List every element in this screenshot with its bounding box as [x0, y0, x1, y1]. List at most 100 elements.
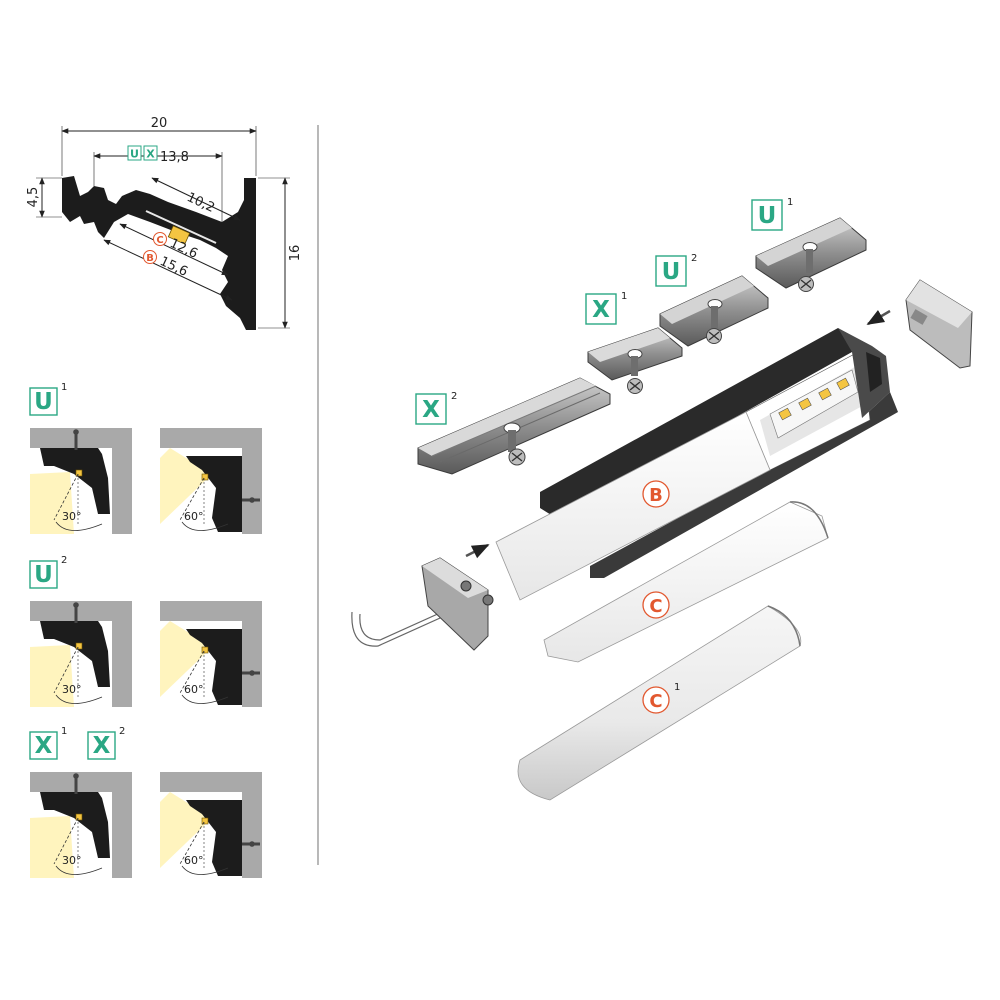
- angle-label: 60°: [184, 854, 204, 867]
- mounting-row: U1 30° 60°: [29, 382, 262, 534]
- led-chip-icon: [75, 469, 83, 477]
- profile-section: [62, 176, 256, 330]
- profile-small: [186, 456, 242, 532]
- wall-corner: [30, 428, 132, 534]
- clip-x1: [587, 327, 683, 394]
- svg-text:X: X: [422, 397, 440, 423]
- mounting-label-letter: U: [34, 389, 53, 415]
- panel-60deg: 60°: [160, 772, 262, 878]
- angle-label: 30°: [62, 854, 82, 867]
- screw-icon: [627, 378, 643, 394]
- svg-text:1: 1: [621, 291, 627, 302]
- panel-60deg: 60°: [160, 428, 262, 534]
- label-x1: X 1: [585, 291, 627, 325]
- svg-text:U: U: [758, 203, 777, 229]
- led-chip-icon: [201, 646, 209, 654]
- svg-text:C: C: [649, 691, 662, 712]
- cross-section: 20 U X 13,8 4,5 16 10,2 C 12,6 B 15,6: [26, 116, 303, 330]
- mounting-label-sup: 1: [61, 726, 67, 737]
- screw-icon: [798, 276, 814, 292]
- profile-small: [186, 800, 242, 876]
- svg-text:B: B: [649, 485, 663, 506]
- mounting-label: X1: [29, 726, 67, 760]
- mounting-label-sup: 1: [61, 382, 67, 393]
- label-x2: X 2: [415, 391, 457, 425]
- led-chip-icon: [75, 642, 83, 650]
- dim-height: 16: [288, 245, 303, 262]
- label-u2: U 2: [655, 253, 697, 287]
- dim-width-inner: 13,8: [160, 150, 189, 165]
- light-beam: [30, 472, 74, 534]
- panel-30deg: 30°: [30, 772, 132, 878]
- mounting-label: U2: [29, 555, 67, 589]
- led-strip: [769, 369, 859, 439]
- label-cover-c: C: [642, 591, 670, 619]
- tag-x: X: [146, 148, 155, 161]
- wall-corner: [30, 601, 132, 707]
- tag-u: U: [130, 148, 139, 161]
- mounting-label-letter: X: [93, 733, 111, 759]
- arrow-icon: [465, 543, 490, 559]
- angle-label: 60°: [184, 510, 204, 523]
- wall-corner: [160, 601, 262, 707]
- angle-label: 60°: [184, 683, 204, 696]
- dim-cover-b: 15,6: [157, 254, 190, 280]
- angle-label: 30°: [62, 510, 82, 523]
- mounting-label: U1: [29, 382, 67, 416]
- label-cover-b: B: [642, 480, 670, 508]
- profile-small: [40, 448, 110, 514]
- mounting-label-letter: U: [34, 562, 53, 588]
- wall-corner: [160, 428, 262, 534]
- profile-small: [186, 629, 242, 705]
- light-beam: [30, 816, 74, 878]
- end-cap-right: [905, 279, 973, 369]
- screw-icon: [249, 497, 255, 503]
- svg-text:1: 1: [674, 682, 680, 693]
- arrow-icon: [866, 309, 891, 326]
- cover-c: [543, 501, 829, 663]
- clip-u1: [755, 217, 867, 292]
- screw-icon: [249, 841, 255, 847]
- clip-x2: [417, 377, 611, 475]
- panel-30deg: 30°: [30, 428, 132, 534]
- dim-depth: 4,5: [26, 187, 41, 208]
- screw-icon: [508, 448, 526, 466]
- svg-text:2: 2: [691, 253, 697, 264]
- panel-60deg: 60°: [160, 601, 262, 707]
- svg-text:1: 1: [787, 197, 793, 208]
- mounting-label-sup: 2: [119, 726, 125, 737]
- profile-small: [40, 792, 110, 858]
- dim-width-total: 20: [151, 116, 168, 131]
- screw-icon: [249, 670, 255, 676]
- label-u1: U 1: [751, 197, 793, 231]
- svg-text:X: X: [592, 297, 610, 323]
- led-chip-icon: [778, 377, 850, 421]
- screw-icon: [73, 773, 79, 779]
- led-chip-icon: [75, 813, 83, 821]
- profile-small: [40, 621, 110, 687]
- exploded-view: U 1 U 2 X 1 X 2 B C C 1: [351, 197, 973, 801]
- panel-30deg: 30°: [30, 601, 132, 707]
- angle-label: 30°: [62, 683, 82, 696]
- svg-text:C: C: [649, 596, 662, 617]
- light-beam: [30, 645, 74, 707]
- label-cover-c1: C 1: [642, 682, 680, 714]
- clip-u2: [659, 275, 769, 347]
- led-chip-icon: [201, 817, 209, 825]
- svg-text:U: U: [662, 259, 681, 285]
- screw-icon: [706, 328, 722, 344]
- mounting-label-sup: 2: [61, 555, 67, 566]
- wall-corner: [160, 772, 262, 878]
- screw-icon: [73, 429, 79, 435]
- screw-icon: [73, 602, 79, 608]
- mounting-label-letter: X: [35, 733, 53, 759]
- tag-c: C: [156, 235, 163, 246]
- tag-b: B: [146, 253, 154, 264]
- svg-text:2: 2: [451, 391, 457, 402]
- mounting-label: X2: [87, 726, 125, 760]
- mounting-row: U2 30° 60°: [29, 555, 262, 707]
- aluminium-profile: [540, 328, 898, 578]
